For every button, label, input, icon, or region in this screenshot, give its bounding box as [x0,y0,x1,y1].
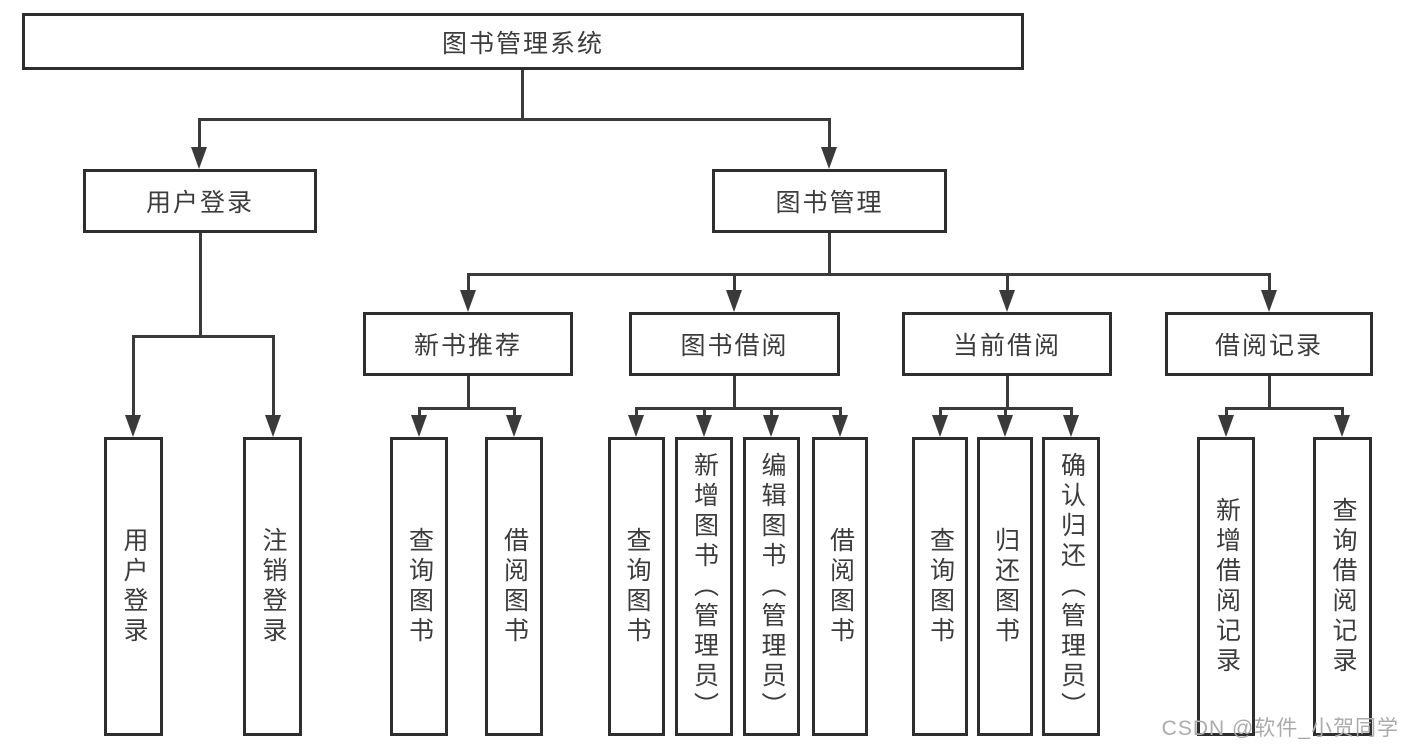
arrow-down-icon [821,147,837,169]
node-label: 新书推荐 [413,332,522,360]
leaf-borrow-book: 借阅图书 [812,437,868,736]
connector-split-bar [418,407,516,410]
node-label: 图书借阅 [680,332,789,360]
connector-drop-stem [1224,407,1228,417]
node-current-borrow: 当前借阅 [902,312,1112,376]
connector-drop-stem [1003,407,1007,417]
node-label: 编辑图书（管理员） [758,451,786,722]
arrow-down-icon [1334,415,1350,437]
node-label: 确认归还（管理员） [1057,451,1086,722]
leaf-return-book: 归还图书 [977,437,1033,736]
connector-drop-stem [769,407,773,417]
arrow-down-icon [997,415,1013,437]
connector-drop-stem [417,407,421,417]
connector-drop-stem [838,407,842,417]
node-label: 新增借阅记录 [1212,496,1241,677]
leaf-query-book-recommend: 查询图书 [390,437,448,736]
connector-stem [520,70,524,121]
node-label: 新增图书（管理员） [690,451,719,722]
node-label: 图书管理系统 [441,29,604,58]
arrow-down-icon [726,290,742,312]
node-label: 查询图书 [623,526,651,647]
connector-drop-stem [197,118,201,149]
connector-drop-stem [1069,407,1073,417]
connector-drop-stem [1340,407,1344,417]
arrow-down-icon [696,415,712,437]
connector-drop-stem [732,273,736,292]
connector-drop-stem [938,407,942,417]
node-label: 查询图书 [926,526,955,647]
leaf-logout: 注销登录 [243,437,302,736]
connector-stem [466,376,470,410]
node-label: 用户登录 [145,189,254,217]
arrow-down-icon [191,147,207,169]
node-label: 借阅图书 [826,526,855,647]
connector-drop-stem [512,407,516,417]
connector-drop-stem [131,335,135,417]
connector-stem [198,233,202,338]
connector-drop-stem [827,118,831,149]
leaf-confirm-return-admin: 确认归还（管理员） [1042,437,1100,736]
connector-stem [732,376,736,410]
arrow-down-icon [1218,415,1234,437]
arrow-down-icon [763,415,779,437]
leaf-add-book-admin: 新增图书（管理员） [675,437,733,736]
arrow-down-icon [1261,290,1277,312]
leaf-user-login: 用户登录 [104,437,163,736]
arrow-down-icon [999,290,1015,312]
node-user-login: 用户登录 [83,169,317,233]
node-label: 借阅记录 [1214,332,1323,360]
arrow-down-icon [628,415,644,437]
node-borrow-record: 借阅记录 [1165,312,1373,376]
arrow-down-icon [832,415,848,437]
csdn-watermark: CSDN @软件_小贺同学 [1161,717,1399,740]
connector-drop-stem [634,407,638,417]
arrow-down-icon [265,415,281,437]
connector-drop-stem [1267,273,1271,292]
connector-split-bar [635,407,841,410]
arrow-down-icon [411,415,427,437]
connector-split-bar [132,335,274,338]
leaf-borrow-book-recommend: 借阅图书 [485,437,543,736]
connector-stem [1005,376,1009,410]
node-label: 用户登录 [120,526,148,647]
node-label: 查询借阅记录 [1329,496,1357,677]
connector-split-bar [198,118,831,121]
node-label: 当前借阅 [952,332,1061,360]
connector-drop-stem [271,335,275,417]
connector-split-bar [467,273,1271,276]
node-label: 图书管理 [775,189,884,217]
connector-stem [827,233,831,276]
leaf-query-book-current: 查询图书 [912,437,968,736]
arrow-down-icon [1063,415,1079,437]
node-label: 注销登录 [259,526,287,647]
connector-split-bar [1225,407,1344,410]
connector-drop-stem [702,407,706,417]
connector-stem [1267,376,1271,410]
node-book-management: 图书管理 [712,169,947,233]
arrow-down-icon [125,415,141,437]
node-label: 查询图书 [405,526,434,647]
connector-drop-stem [1005,273,1009,292]
arrow-down-icon [506,415,522,437]
node-label: 归还图书 [991,526,1020,647]
node-book-borrow: 图书借阅 [629,312,840,376]
leaf-edit-book-admin: 编辑图书（管理员） [743,437,800,736]
leaf-query-book-borrow: 查询图书 [608,437,665,736]
node-new-book-recommend: 新书推荐 [363,312,573,376]
leaf-query-borrow-record: 查询借阅记录 [1313,437,1372,736]
leaf-add-borrow-record: 新增借阅记录 [1197,437,1255,736]
arrow-down-icon [932,415,948,437]
node-label: 借阅图书 [500,526,529,647]
arrow-down-icon [460,290,476,312]
node-root-library-management-system: 图书管理系统 [22,13,1024,70]
connector-drop-stem [466,273,470,292]
